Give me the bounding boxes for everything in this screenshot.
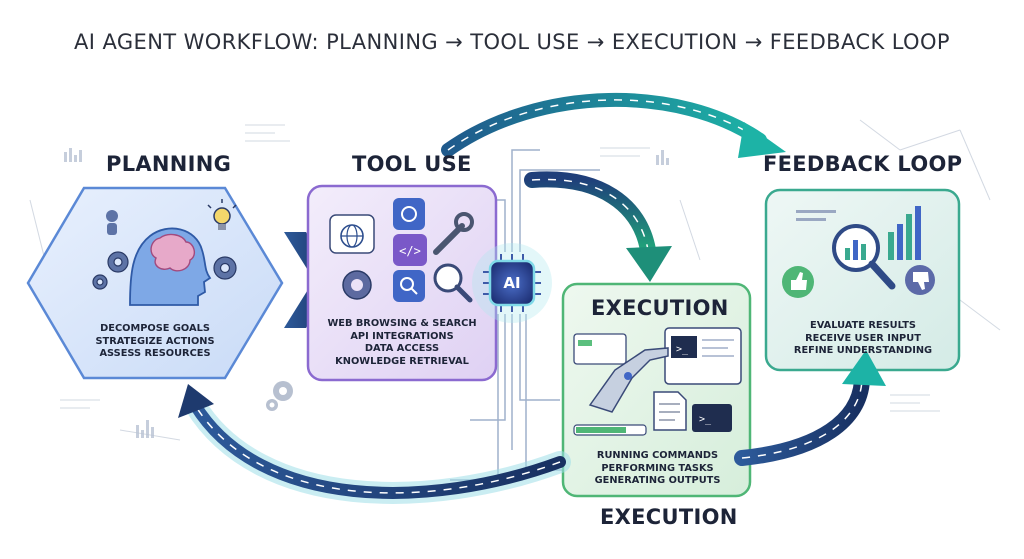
tool-use-items: WEB BROWSING & SEARCH API INTEGRATIONS D… — [316, 318, 488, 368]
brain-head-icon — [129, 227, 212, 306]
list-item: DATA ACCESS — [364, 343, 440, 354]
terminal-icon: >_ — [573, 327, 742, 385]
list-item: EVALUATE RESULTS — [810, 320, 916, 331]
background-decoration — [29, 119, 1001, 441]
terminal-icon: >_ — [692, 404, 732, 432]
code-icon: </> — [393, 234, 427, 266]
ai-chip-label: AI — [503, 274, 521, 292]
planning-panel — [26, 186, 284, 380]
person-icon — [106, 210, 118, 235]
list-item: GENERATING OUTPUTS — [594, 475, 721, 486]
globe-icon — [329, 214, 375, 254]
list-item: RUNNING COMMANDS — [596, 450, 719, 461]
wrench-icon — [433, 212, 474, 255]
list-item: WEB BROWSING & SEARCH — [327, 318, 477, 329]
ai-chip-icon — [483, 254, 541, 312]
execution-items: RUNNING COMMANDS PERFORMING TASKS GENERA… — [570, 450, 745, 488]
document-icon — [653, 391, 687, 431]
background-bars — [64, 148, 669, 438]
arrow-to-feedback — [441, 92, 786, 158]
tool-use-title: TOOL USE — [352, 152, 472, 176]
magnifier-chart-icon — [832, 224, 896, 290]
gear-icon — [342, 270, 372, 300]
arrow-back-to-planning — [178, 384, 571, 504]
execution-title: EXECUTION — [591, 296, 729, 320]
svg-text:</>: </> — [399, 244, 421, 258]
planning-items: DECOMPOSE GOALS STRATEGIZE ACTIONS ASSES… — [70, 323, 240, 361]
list-item: RECEIVE USER INPUT — [805, 332, 921, 344]
api-icon — [393, 198, 425, 230]
list-item: STRATEGIZE ACTIONS — [95, 335, 215, 347]
planning-title: PLANNING — [106, 152, 232, 176]
chart-icon — [796, 206, 921, 260]
page-title: AI AGENT WORKFLOW: PLANNING → TOOL USE →… — [74, 30, 950, 54]
list-item: DECOMPOSE GOALS — [100, 323, 210, 334]
feedback-title: FEEDBACK LOOP — [763, 152, 963, 176]
gear-icon — [92, 251, 237, 290]
thumbs-up-icon — [782, 266, 814, 298]
list-item: API INTEGRATIONS — [350, 330, 454, 342]
robot-hand-icon — [588, 347, 669, 413]
list-item: KNOWLEDGE RETRIEVAL — [335, 355, 469, 367]
list-item: REFINE UNDERSTANDING — [793, 345, 933, 356]
feedback-panel — [764, 188, 961, 372]
svg-text:>_: >_ — [699, 414, 712, 425]
list-item: PERFORMING TASKS — [601, 462, 714, 474]
arrow-to-execution — [524, 171, 672, 282]
lightbulb-icon — [207, 199, 237, 230]
feedback-items: EVALUATE RESULTS RECEIVE USER INPUT REFI… — [772, 320, 954, 358]
thumbs-down-icon — [905, 265, 935, 295]
arrow-to-feedback-loop — [734, 350, 886, 466]
list-item: ASSESS RESOURCES — [99, 348, 211, 359]
execution-panel: >_ >_ — [561, 282, 752, 498]
gear-icon — [266, 381, 293, 411]
execution-bottom-title: EXECUTION — [600, 505, 738, 529]
svg-text:>_: >_ — [676, 344, 689, 355]
progress-bar — [573, 424, 647, 436]
tool-use-panel: </> — [306, 184, 498, 382]
magnifier-icon — [393, 263, 473, 303]
